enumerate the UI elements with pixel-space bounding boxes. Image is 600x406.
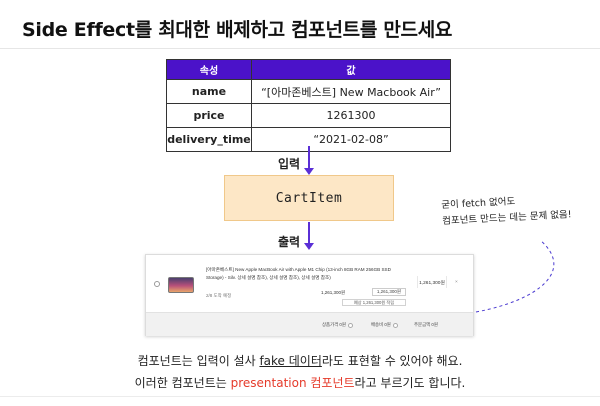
output-arrow-line	[308, 222, 310, 244]
props-header-value: 값	[251, 59, 451, 80]
component-name: CartItem	[275, 190, 343, 206]
delivery-date: 2/8 도착 예정	[206, 293, 232, 298]
plus-icon	[347, 322, 353, 328]
caption-presentation-component: presentation 컴포넌트	[230, 376, 355, 390]
input-arrow-line	[308, 146, 310, 170]
caption-text: 컴포넌트는 입력이 설사	[137, 354, 260, 368]
select-checkbox[interactable]	[154, 281, 160, 287]
props-key: delivery_time	[166, 127, 252, 152]
output-arrow-head	[304, 243, 314, 250]
props-row-name: name “[아마존베스트] New Macbook Air”	[166, 79, 451, 104]
delete-icon[interactable]: ×	[455, 280, 458, 285]
product-name[interactable]: [아마존베스트] New Apple MacBook Air with Appl…	[206, 267, 391, 280]
props-table-header-row: 속성 값	[166, 59, 451, 80]
caption-line-2: 이러한 컴포넌트는 presentation 컴포넌트라고 부르기도 합니다.	[0, 374, 600, 391]
reward-badge: 예상 1,261,300원 적립	[342, 299, 406, 306]
summary-label: 배송비 0원	[371, 322, 391, 327]
equals-icon	[392, 322, 398, 328]
summary-item-total: 주문금액 0원	[414, 322, 438, 328]
cart-summary-footer: 상품가격 0원 배송비 0원 주문금액 0원	[146, 312, 473, 336]
input-arrow-head	[304, 168, 314, 175]
summary-label: 상품가격 0원	[322, 322, 346, 327]
props-value: “2021-02-08”	[251, 127, 451, 152]
summary-item-shipping: 배송비 0원	[371, 322, 398, 328]
slide-title: Side Effect를 최대한 배제하고 컴포넌트를 만드세요	[22, 19, 453, 41]
unit-price: 1,261,300원	[321, 290, 346, 295]
props-key: price	[166, 103, 252, 128]
cart-item-preview: [아마존베스트] New Apple MacBook Air with Appl…	[145, 254, 474, 336]
props-row-delivery-time: delivery_time “2021-02-08”	[166, 127, 451, 152]
props-row-price: price 1261300	[166, 103, 451, 128]
caption-line-1: 컴포넌트는 입력이 설사 fake 데이터라도 표현할 수 있어야 해요.	[0, 352, 600, 369]
summary-label: 주문금액 0원	[414, 322, 438, 327]
component-box: CartItem	[224, 175, 394, 221]
caption-text: 이러한 컴포넌트는	[134, 376, 231, 390]
quantity-stepper[interactable]: 1,261,300원	[372, 288, 406, 296]
props-key: name	[166, 79, 252, 104]
summary-item-price: 상품가격 0원	[322, 322, 353, 328]
caption-fake-data: fake 데이터	[259, 354, 322, 368]
output-label: 출력	[278, 235, 301, 249]
props-value: “[아마존베스트] New Macbook Air”	[251, 79, 451, 104]
caption-text: 라도 표현할 수 있어야 해요.	[321, 354, 463, 368]
props-header-attribute: 속성	[166, 59, 252, 80]
handwritten-note: 굳이 fetch 없어도 컴포넌트 만드는 데는 문제 없음!	[441, 191, 572, 230]
props-table: 속성 값 name “[아마존베스트] New Macbook Air” pri…	[166, 59, 451, 152]
caption-text: 라고 부르기도 합니다.	[354, 376, 466, 390]
cart-item-row: [아마존베스트] New Apple MacBook Air with Appl…	[146, 255, 473, 312]
title-divider	[0, 48, 600, 49]
item-price: 1,261,300원	[417, 276, 447, 288]
input-label: 입력	[278, 157, 301, 171]
props-value: 1261300	[251, 103, 451, 128]
product-thumbnail	[168, 277, 194, 293]
bottom-divider	[0, 396, 600, 397]
